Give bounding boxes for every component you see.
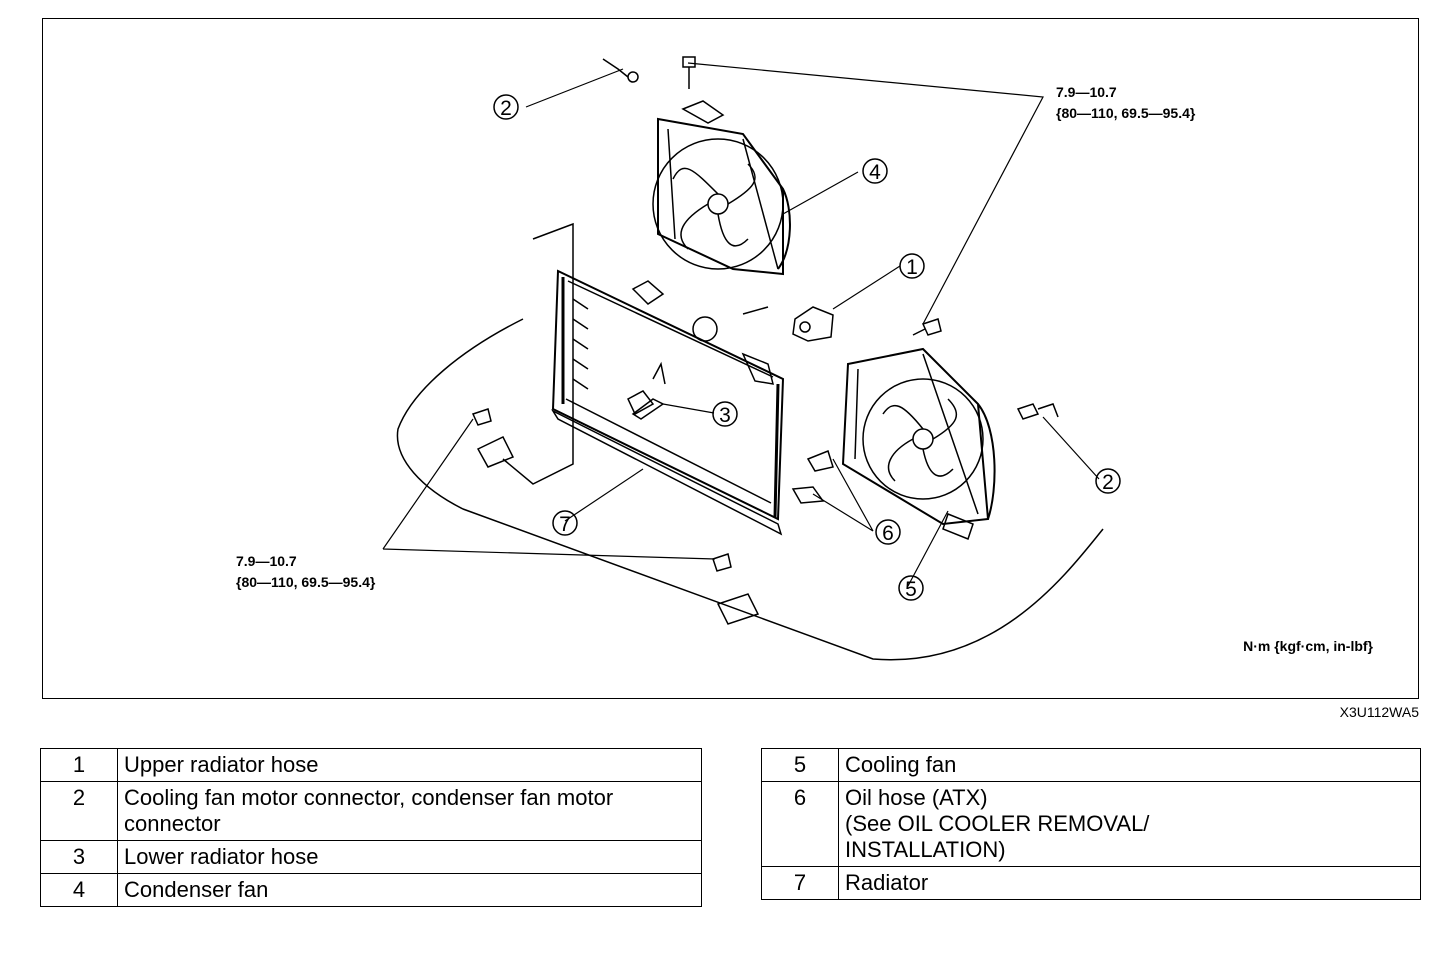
callout-3: 3 <box>712 401 738 427</box>
lower-mounts <box>471 408 760 625</box>
lower-radiator-hose <box>627 361 666 416</box>
legend-description: Upper radiator hose <box>117 748 702 782</box>
callout-2-right: 2 <box>1095 468 1121 494</box>
legend-number: 1 <box>40 748 118 782</box>
fan-connector-right <box>1016 403 1059 420</box>
cooling-fan <box>841 347 996 540</box>
exploded-diagram-frame: 1 2 2 3 4 5 6 <box>42 18 1419 699</box>
legend-number: 7 <box>761 866 839 900</box>
legend-description: Cooling fan motor connector, condenser f… <box>117 781 702 841</box>
legend-row: 1 Upper radiator hose <box>40 748 702 782</box>
figure-code: X3U112WA5 <box>1339 704 1419 720</box>
legend-row: 4 Condenser fan <box>40 873 702 907</box>
legend-description: Oil hose (ATX) (See OIL COOLER REMOVAL/ … <box>838 781 1421 867</box>
svg-text:3: 3 <box>719 404 731 427</box>
svg-text:6: 6 <box>882 522 894 545</box>
torque-lower-line1: 7.9—10.7 <box>236 553 297 569</box>
legend-description: Lower radiator hose <box>117 840 702 874</box>
condenser-fan <box>652 100 791 276</box>
legend-number: 3 <box>40 840 118 874</box>
legend-description: Radiator <box>838 866 1421 900</box>
legend-row: 6 Oil hose (ATX) (See OIL COOLER REMOVAL… <box>761 781 1421 867</box>
callout-6: 6 <box>875 519 901 545</box>
side-bracket <box>502 222 574 485</box>
mounting-bolts <box>682 56 942 336</box>
torque-lower-line2: {80—110, 69.5—95.4} <box>236 574 376 590</box>
upper-radiator-hose <box>742 306 834 342</box>
legend-number: 4 <box>40 873 118 907</box>
legend-number: 5 <box>761 748 839 782</box>
svg-text:7: 7 <box>559 513 571 536</box>
radiator <box>550 269 785 536</box>
callout-5: 5 <box>898 575 924 601</box>
svg-text:4: 4 <box>869 161 881 184</box>
legend-row: 2 Cooling fan motor connector, condenser… <box>40 781 702 841</box>
radiator-assembly-drawing: 1 2 2 3 4 5 6 <box>236 56 1374 661</box>
callout-1: 1 <box>899 253 925 279</box>
svg-text:1: 1 <box>906 256 918 279</box>
vehicle-outline <box>396 318 1104 661</box>
svg-text:2: 2 <box>1102 471 1114 494</box>
legend-row: 3 Lower radiator hose <box>40 840 702 874</box>
oil-hose <box>791 450 834 504</box>
callout-4: 4 <box>862 158 888 184</box>
callouts: 1 2 2 3 4 5 6 <box>493 94 1121 601</box>
svg-text:2: 2 <box>500 97 512 120</box>
torque-upper-line2: {80—110, 69.5—95.4} <box>1056 105 1196 121</box>
callout-7: 7 <box>552 510 578 536</box>
legend-table-left: 1 Upper radiator hose 2 Cooling fan moto… <box>40 748 702 907</box>
fan-connector-left <box>602 58 639 83</box>
leader-lines <box>382 62 1100 587</box>
legend-table-right: 5 Cooling fan 6 Oil hose (ATX) (See OIL … <box>761 748 1421 900</box>
legend-number: 6 <box>761 781 839 867</box>
legend-description: Condenser fan <box>117 873 702 907</box>
callout-2-upper: 2 <box>493 94 519 120</box>
legend-number: 2 <box>40 781 118 841</box>
torque-units: N·m {kgf·cm, in-lbf} <box>1243 638 1373 654</box>
torque-upper-line1: 7.9—10.7 <box>1056 84 1117 100</box>
legend-row: 5 Cooling fan <box>761 748 1421 782</box>
legend-row: 7 Radiator <box>761 866 1421 900</box>
svg-text:5: 5 <box>905 578 917 601</box>
legend-description: Cooling fan <box>838 748 1421 782</box>
